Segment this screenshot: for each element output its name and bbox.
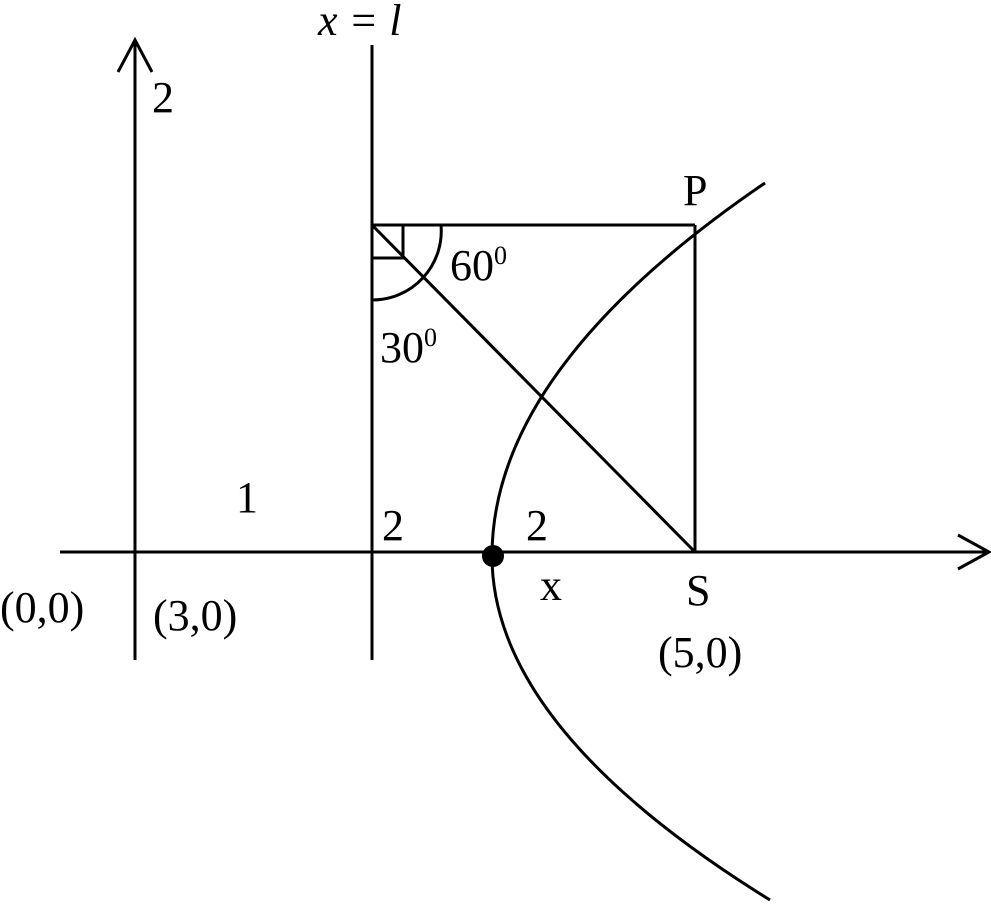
segment-2a-label: 2 [382,501,404,550]
degree-sup: 0 [424,323,437,352]
coord-3-label: (3,0) [153,591,237,640]
angle-60-label: 600 [450,241,507,290]
angle-30-label: 300 [380,323,437,372]
point-p-label: P [683,166,707,215]
angle-arc [371,224,443,302]
angle-30-value: 30 [380,323,424,372]
right-angle-marker [372,225,405,260]
coord-5-label: (5,0) [658,628,742,677]
angle-60-value: 60 [450,241,494,290]
y-tick-label: 2 [152,73,174,122]
degree-sup: 0 [494,241,507,270]
x-axis-arrowhead [957,533,991,571]
directrix-label: x = l [317,0,401,45]
y-axis-arrowhead [116,36,154,73]
point-s-label: S [686,566,710,615]
segment-2b-label: 2 [526,501,548,550]
segment-1-label: 1 [236,473,258,522]
x-label: x [540,561,562,610]
diagonal-segment [370,223,697,554]
origin-label: (0,0) [0,583,84,632]
vertex-point [482,545,504,567]
